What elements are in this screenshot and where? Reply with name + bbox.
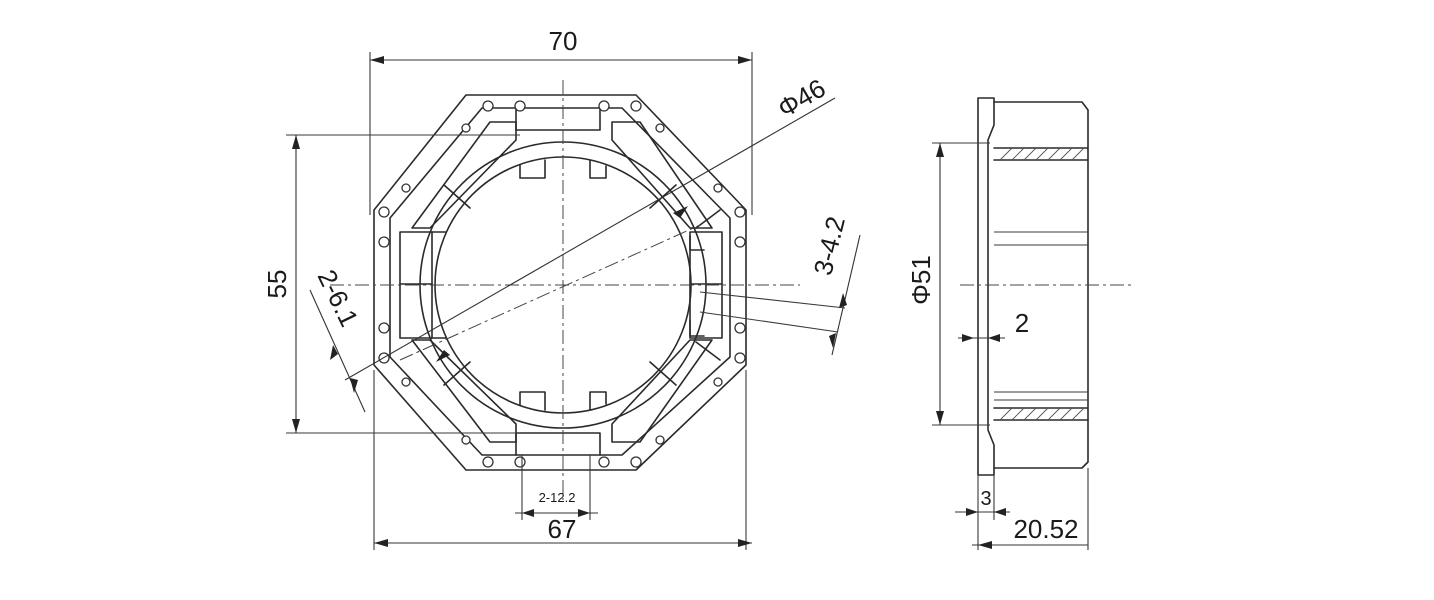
front-dimensions [286, 52, 861, 550]
outer-octagon [373, 94, 747, 471]
dim-wall-2: 2 [1015, 308, 1029, 338]
flange [977, 97, 995, 476]
dim-flange-3: 3 [980, 488, 991, 510]
dim-55: 55 [262, 270, 292, 299]
top-notch [515, 107, 601, 131]
dim-diameter-46: Φ46 [772, 73, 830, 124]
dim-diameter-51: Φ51 [906, 255, 936, 305]
dim-holes-left: 2-6.1 [312, 265, 365, 331]
bottom-notch [515, 432, 601, 456]
dim-67: 67 [548, 514, 577, 544]
hatch-bottom [999, 407, 1085, 421]
dim-length: 20.52 [1013, 514, 1078, 544]
diameter-leader-2 [399, 224, 701, 361]
body [993, 101, 1089, 469]
diameter-leader [344, 97, 836, 381]
ribs [399, 121, 723, 443]
front-view [330, 80, 836, 500]
inner-octagon [389, 107, 731, 456]
side-view [960, 97, 1135, 476]
perimeter-holes [378, 100, 746, 468]
dim-slot: 2-12.2 [539, 490, 576, 505]
hatch-top [999, 147, 1085, 161]
side-dimensions [932, 142, 1089, 550]
dim-70: 70 [549, 26, 578, 56]
key-notches [431, 159, 705, 411]
dim-holes-right: 3-4.2 [808, 213, 851, 278]
